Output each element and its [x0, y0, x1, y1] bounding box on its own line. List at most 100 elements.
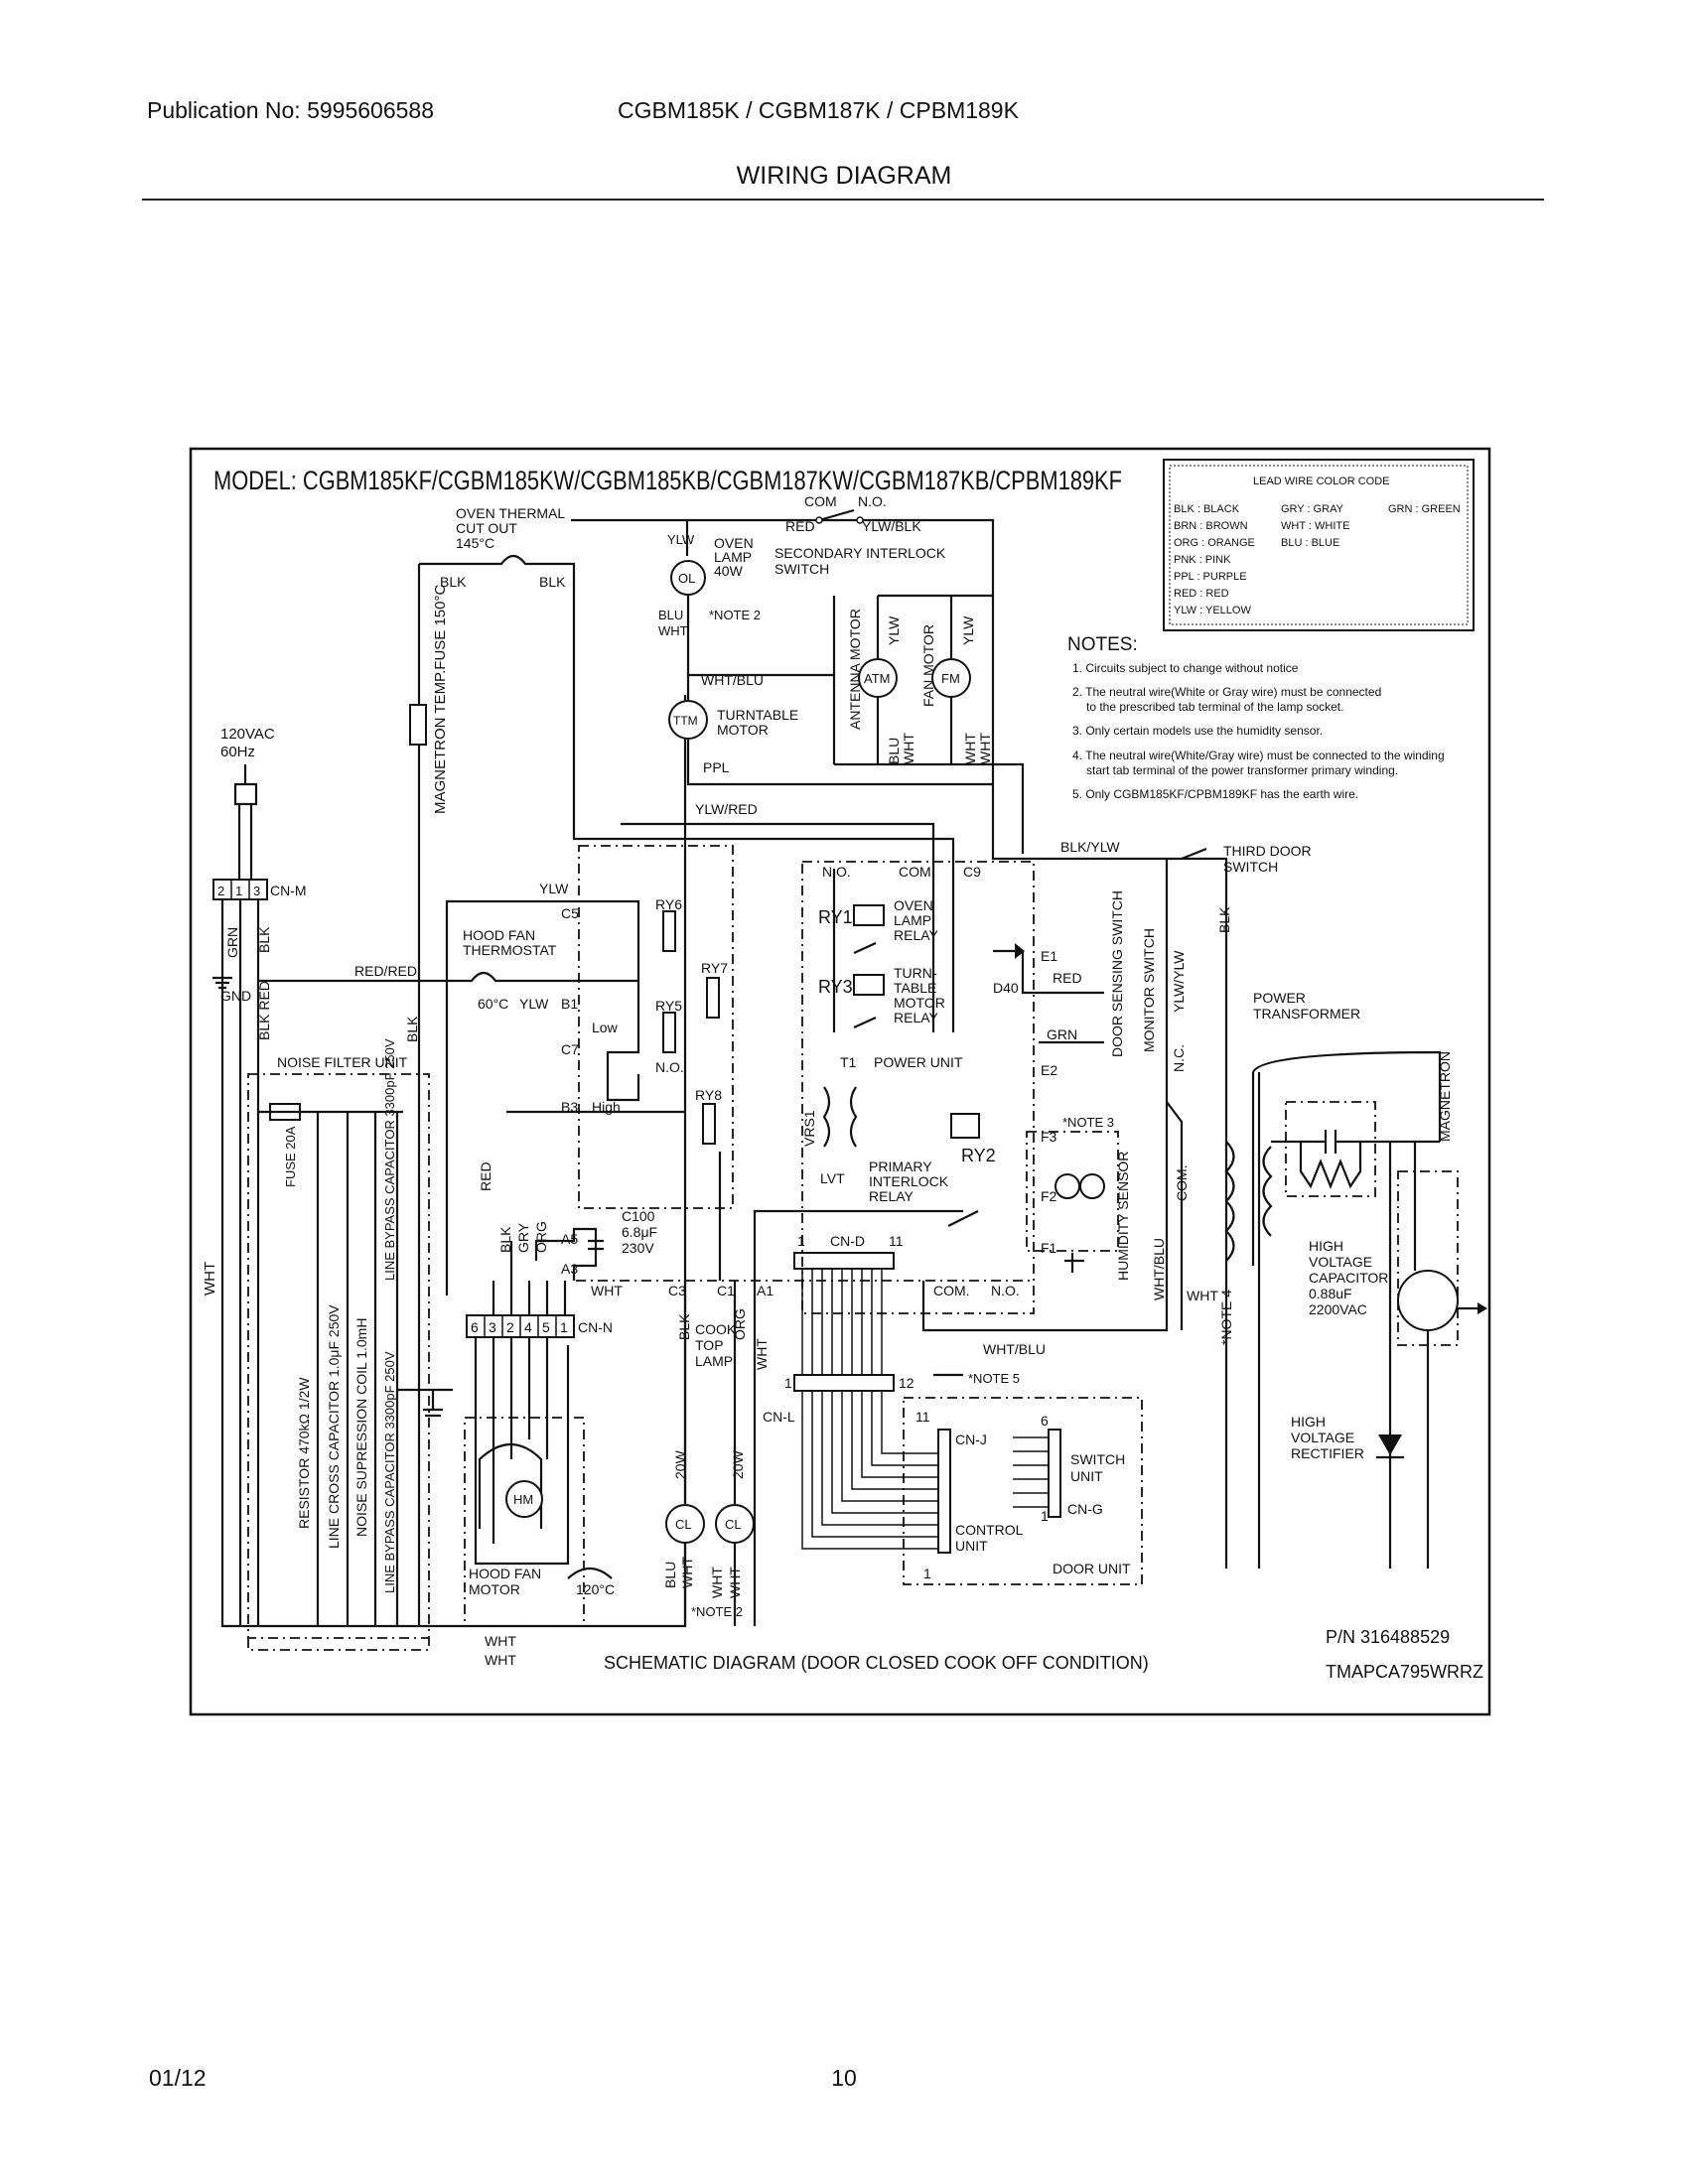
svg-text:TRANSFORMER: TRANSFORMER: [1253, 1006, 1360, 1022]
svg-text:NOISE FILTER UNIT: NOISE FILTER UNIT: [277, 1054, 408, 1070]
svg-text:WHT: WHT: [658, 623, 688, 638]
page-number: 10: [831, 2065, 857, 2091]
legend-entry: WHT : WHITE: [1281, 520, 1349, 532]
svg-text:1: 1: [784, 1375, 792, 1391]
svg-text:A3: A3: [561, 1261, 578, 1277]
svg-text:MONITOR SWITCH: MONITOR SWITCH: [1141, 928, 1157, 1052]
lead-wire-color-legend: LEAD WIRE COLOR CODE BLK : BLACK BRN : B…: [1163, 459, 1475, 631]
part-number: P/N 316488529: [1326, 1627, 1450, 1647]
svg-text:*NOTE 3: *NOTE 3: [1062, 1115, 1114, 1130]
magnetron-temp-fuse: MAGNETRON TEMP.FUSE 150°C: [409, 585, 449, 814]
svg-text:THIRD DOOR: THIRD DOOR: [1223, 843, 1312, 859]
svg-text:HM: HM: [513, 1492, 533, 1507]
svg-text:MOTOR: MOTOR: [717, 722, 769, 738]
svg-text:OVEN: OVEN: [894, 897, 933, 913]
svg-text:THERMOSTAT: THERMOSTAT: [463, 942, 557, 958]
legend-entry: YLW : YELLOW: [1174, 605, 1251, 616]
svg-text:to the prescribed tab terminal: to the prescribed tab terminal of the la…: [1086, 700, 1343, 714]
relay-ry2: RY2: [947, 1113, 996, 1227]
svg-text:120°C: 120°C: [576, 1581, 615, 1597]
wire-label-grn: GRN: [224, 927, 240, 958]
svg-text:BLU: BLU: [886, 738, 902, 764]
svg-text:40W: 40W: [714, 563, 744, 579]
wire-label-wht-blu: WHT/BLU: [983, 1341, 1046, 1357]
wire-red-red: [258, 971, 638, 983]
svg-text:RY5: RY5: [655, 998, 682, 1014]
wire-a1: [753, 1209, 963, 1626]
svg-text:UNIT: UNIT: [955, 1538, 988, 1554]
relay-ry5: RY5: [655, 998, 682, 1053]
label-door-unit: DOOR UNIT: [1053, 1561, 1131, 1576]
wire-label-wht: WHT: [1187, 1288, 1218, 1303]
svg-text:11: 11: [889, 1233, 904, 1249]
antenna-motor: ATM ANTENNA MOTOR YLW BLU WHT: [847, 596, 916, 764]
svg-text:LAMP: LAMP: [894, 912, 931, 928]
svg-text:CN-D: CN-D: [830, 1233, 865, 1249]
wire-label-wht: WHT: [485, 1652, 516, 1668]
svg-text:WHT: WHT: [977, 733, 993, 764]
legend-entry: GRN : GREEN: [1388, 503, 1461, 515]
svg-text:0.88uF: 0.88uF: [1309, 1286, 1352, 1301]
svg-text:MOTOR: MOTOR: [894, 995, 945, 1011]
svg-text:OVEN: OVEN: [714, 535, 754, 551]
svg-text:GRN: GRN: [1047, 1026, 1077, 1042]
svg-text:A5: A5: [561, 1231, 578, 1247]
svg-text:3: 3: [253, 884, 260, 898]
svg-text:COOK: COOK: [695, 1321, 737, 1337]
relay-ry8: RY8 N.O.: [655, 1059, 722, 1145]
svg-text:SECONDARY INTERLOCK: SECONDARY INTERLOCK: [774, 545, 946, 561]
svg-text:120VAC: 120VAC: [220, 726, 275, 743]
svg-text:CN-J: CN-J: [955, 1432, 987, 1447]
publication-number: Publication No: 5995606588: [147, 97, 435, 123]
relay-wiring: [832, 869, 955, 1032]
svg-text:COM: COM: [804, 493, 837, 509]
svg-text:LAMP: LAMP: [695, 1353, 733, 1369]
svg-text:FAN MOTOR: FAN MOTOR: [920, 624, 936, 707]
relay-ry1: RY1 OVEN LAMP RELAY: [818, 897, 939, 955]
secondary-interlock-switch: COM N.O. RED YLW/BLK SECONDARY INTERLOCK…: [774, 493, 946, 577]
terminal-b1: B1: [561, 996, 578, 1012]
svg-text:HUMIDITY SENSOR: HUMIDITY SENSOR: [1115, 1152, 1131, 1281]
svg-text:FUSE 20A: FUSE 20A: [283, 1126, 298, 1187]
svg-text:LINE BYPASS CAPACITOR 3300pF 2: LINE BYPASS CAPACITOR 3300pF 250V: [382, 1351, 397, 1593]
oven-lamp: YLW OL OVEN LAMP 40W *NOTE 2 BLU WHT: [658, 520, 761, 675]
svg-text:CUT OUT: CUT OUT: [456, 520, 517, 536]
svg-text:WHT: WHT: [901, 733, 916, 764]
svg-text:TURN-: TURN-: [894, 965, 937, 981]
svg-text:F2: F2: [1041, 1188, 1057, 1204]
svg-text:3. Only certain models use the: 3. Only certain models use the humidity …: [1072, 724, 1323, 738]
svg-text:12: 12: [899, 1375, 914, 1391]
noise-filter-bracket: [247, 1638, 430, 1651]
svg-text:OL: OL: [678, 571, 695, 586]
svg-text:CN-G: CN-G: [1067, 1501, 1103, 1517]
svg-text:POWER: POWER: [1253, 990, 1306, 1006]
ground-symbol: [397, 1388, 453, 1418]
svg-text:YLW: YLW: [886, 615, 902, 645]
wire-label-wht: WHT: [485, 1633, 516, 1649]
svg-text:YLW: YLW: [667, 532, 695, 547]
hood-fan-motor: HM HOOD FAN MOTOR 120°C: [464, 1417, 615, 1627]
legend-entry: GRY : GRAY: [1281, 503, 1344, 515]
svg-text:230V: 230V: [622, 1240, 654, 1256]
svg-text:MOTOR: MOTOR: [469, 1581, 520, 1597]
svg-text:BLU: BLU: [662, 1562, 678, 1588]
svg-text:4. The neutral wire(White/Gray: 4. The neutral wire(White/Gray wire) mus…: [1072, 749, 1445, 762]
svg-text:MAGNETRON TEMP.FUSE 150°C: MAGNETRON TEMP.FUSE 150°C: [432, 585, 449, 814]
monitor-switch: MONITOR SWITCH N.C. YLW/YLW COM.: [1141, 928, 1190, 1330]
power-cord-plug: 120VAC 60Hz: [220, 726, 275, 880]
wire-label-gry: GRY: [515, 1222, 531, 1253]
svg-text:*NOTE 5: *NOTE 5: [968, 1371, 1020, 1386]
relay-ry7: RY7: [701, 960, 728, 1019]
svg-text:RY8: RY8: [695, 1087, 722, 1103]
svg-text:ANTENNA MOTOR: ANTENNA MOTOR: [847, 609, 863, 730]
svg-text:2. The neutral wire(White or G: 2. The neutral wire(White or Gray wire) …: [1072, 685, 1381, 699]
svg-text:HIGH: HIGH: [1309, 1238, 1343, 1254]
svg-text:TABLE: TABLE: [894, 980, 936, 996]
svg-text:CN-M: CN-M: [270, 883, 307, 898]
svg-text:20W: 20W: [672, 1449, 688, 1479]
svg-text:RESISTOR 470kΩ 1/2W: RESISTOR 470kΩ 1/2W: [296, 1377, 312, 1529]
svg-text:145°C: 145°C: [456, 535, 494, 551]
svg-text:WHT: WHT: [709, 1567, 725, 1598]
wire-ylw-c5: [445, 899, 640, 1296]
svg-text:2200VAC: 2200VAC: [1309, 1301, 1367, 1317]
